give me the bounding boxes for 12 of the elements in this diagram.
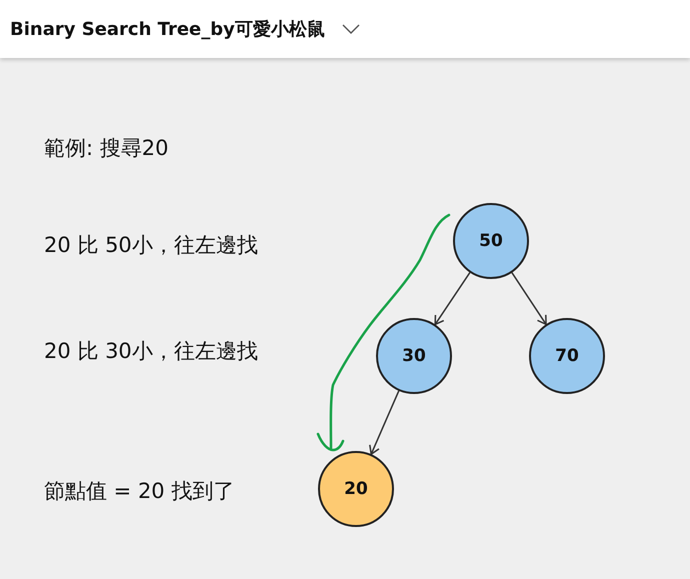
tree-node-circle: 20	[318, 451, 394, 527]
tree-node-circle: 70	[529, 318, 605, 394]
title: Binary Search Tree_by可愛小松鼠	[10, 18, 325, 41]
tree-node-circle: 30	[376, 318, 452, 394]
arrow	[434, 272, 470, 326]
step-note: 範例: 搜尋20	[44, 135, 168, 162]
step-note: 20 比 50小，往左邊找	[44, 232, 258, 259]
tree-node-circle: 50	[453, 203, 529, 279]
arrow	[369, 390, 400, 455]
step-note: 節點值 = 20 找到了	[44, 478, 234, 505]
arrow	[511, 272, 547, 326]
step-note: 20 比 30小，往左邊找	[44, 338, 258, 365]
